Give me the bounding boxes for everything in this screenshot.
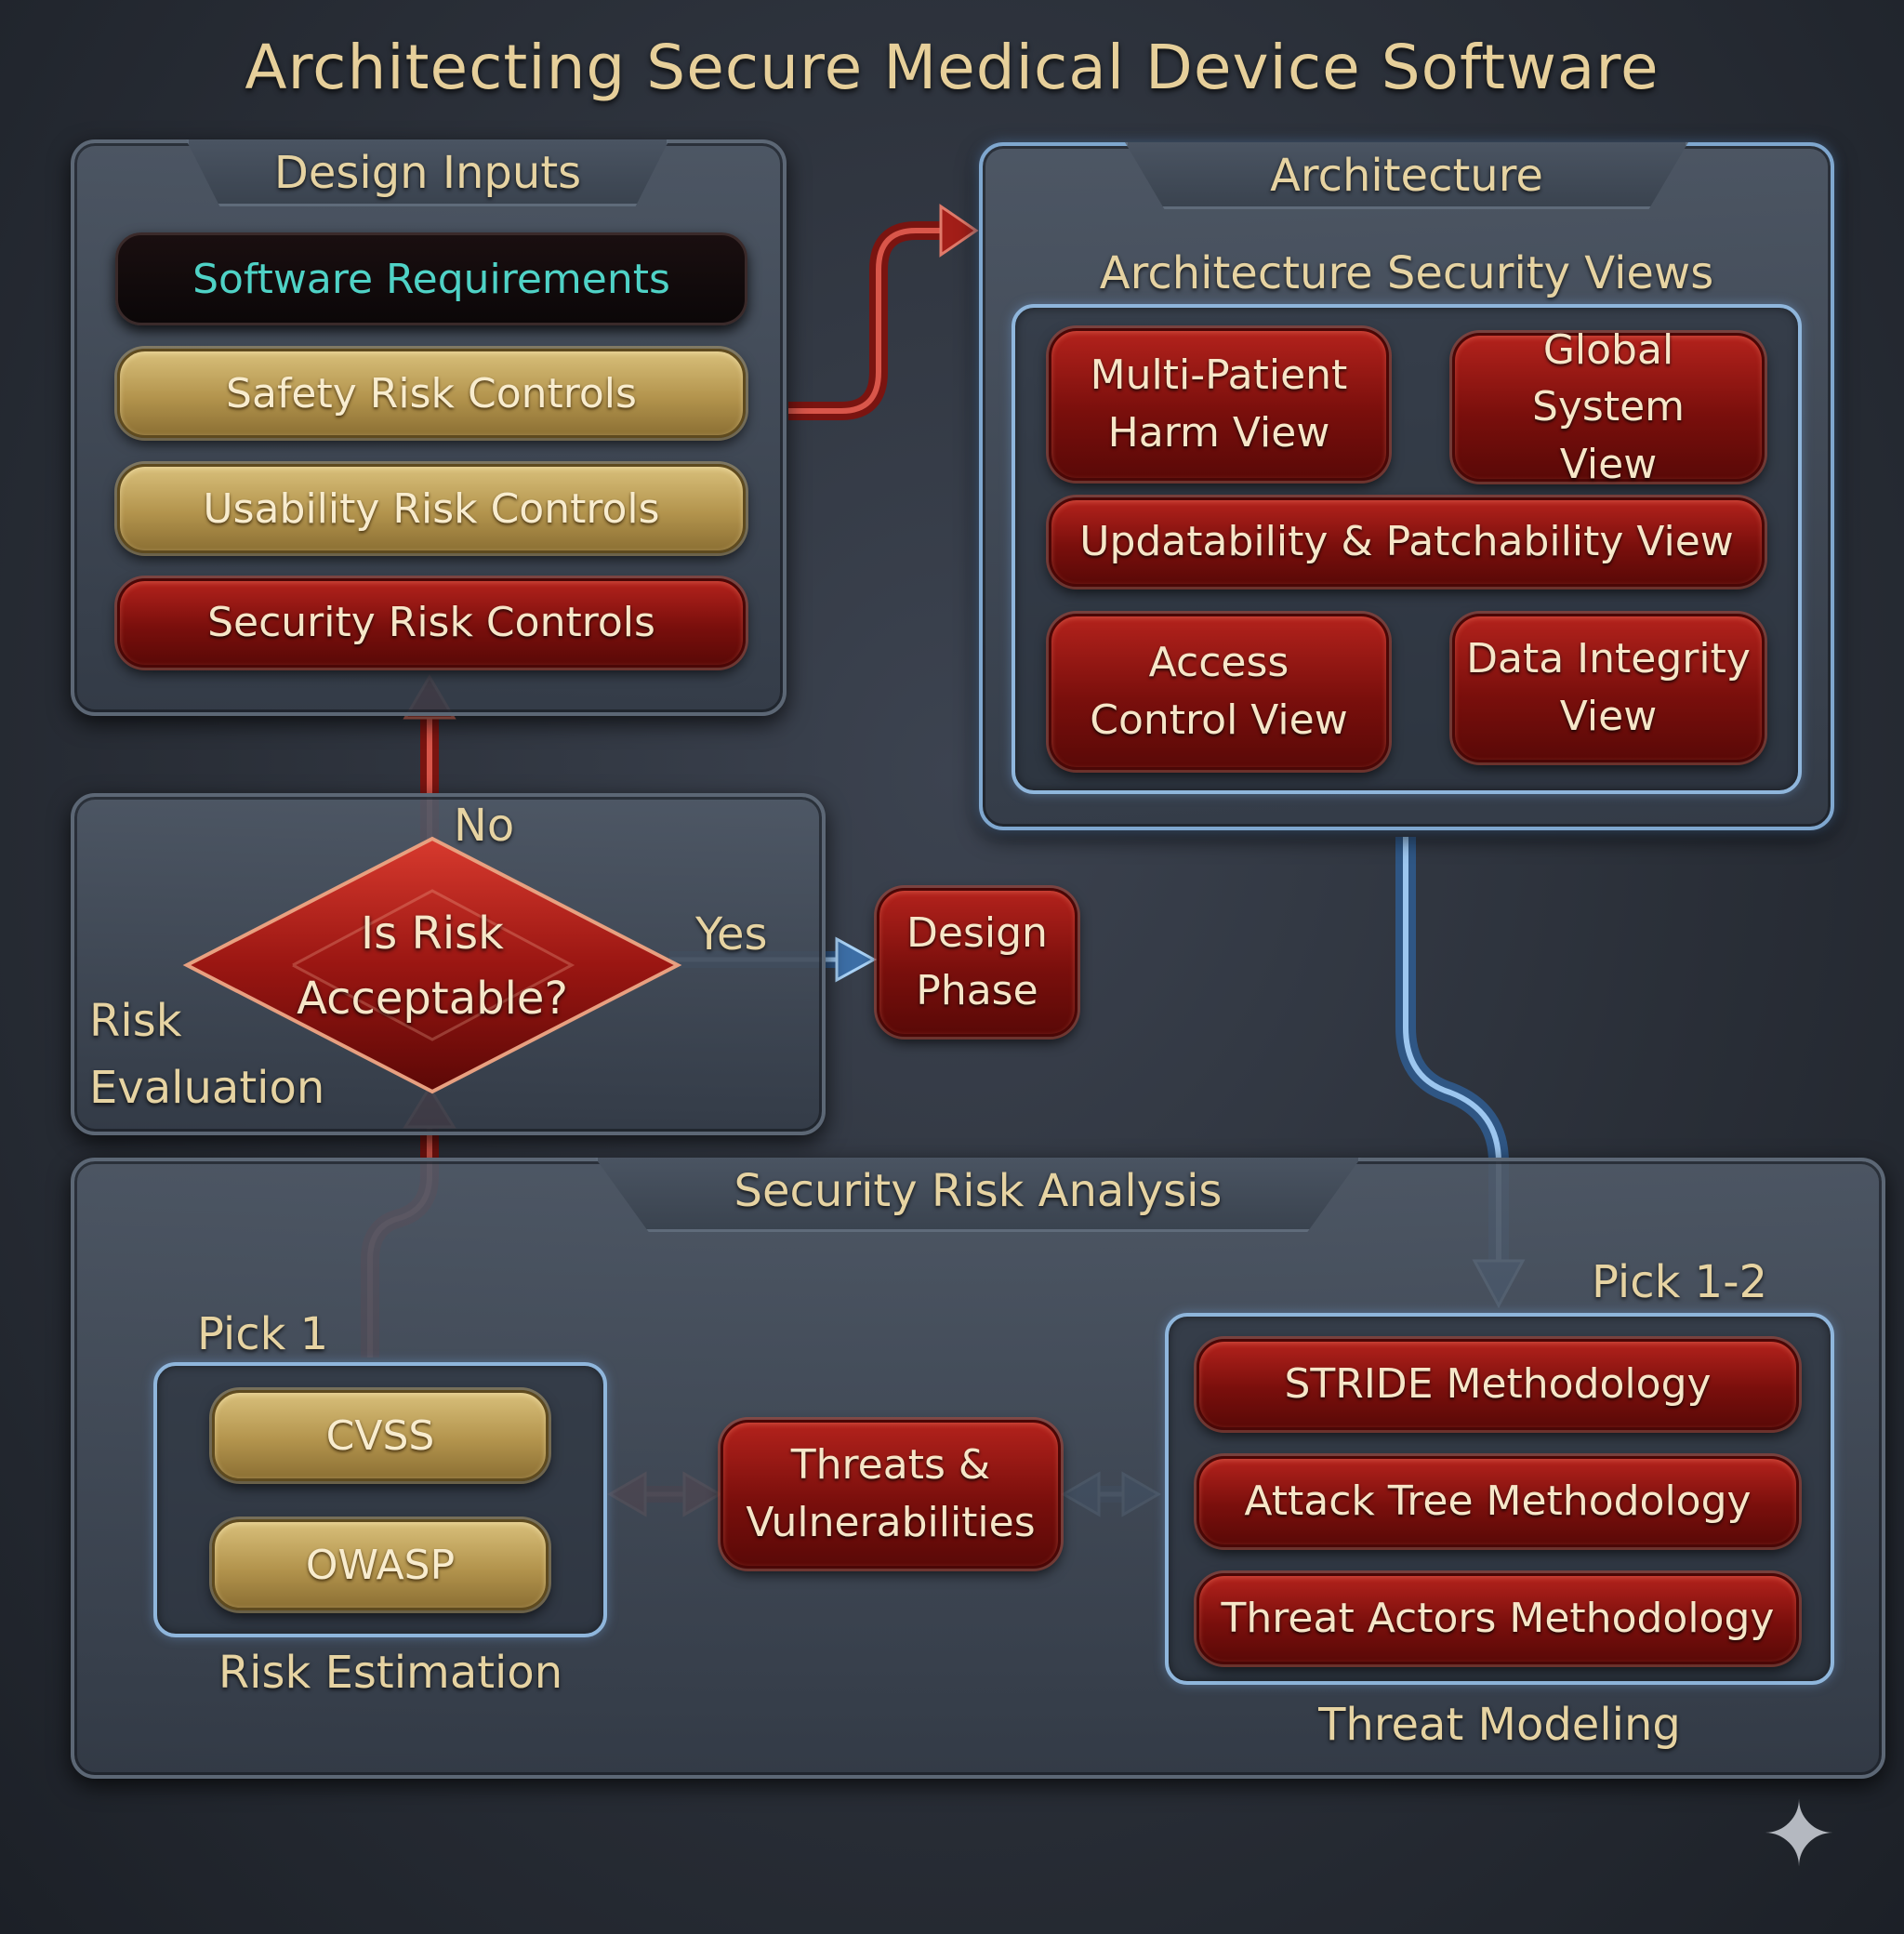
design-inputs-title: Design Inputs [273,147,582,199]
threat-modeling-label: Threat Modeling [1318,1699,1681,1751]
multi-patient-harm-view: Multi-Patient Harm View [1049,328,1389,481]
risk-evaluation-label: Risk Evaluation [89,995,325,1114]
decision-text: Is Risk Acceptable? [297,907,568,1025]
owasp-option[interactable]: OWASP [212,1519,549,1610]
data-integrity-view: Data Integrity View [1452,614,1765,762]
sparkle-icon: ✦ [1761,1782,1837,1887]
safety-risk-controls: Safety Risk Controls [117,349,746,438]
no-label: No [454,800,515,852]
updatability-patchability-view: Updatability & Patchability View [1049,497,1765,587]
architecture-subtitle: Architecture Security Views [1099,247,1714,299]
page-title: Architecting Secure Medical Device Softw… [245,31,1659,103]
threat-actors-methodology[interactable]: Threat Actors Methodology [1197,1573,1799,1664]
cvss-option[interactable]: CVSS [212,1390,549,1481]
threat-modeling-pick: Pick 1-2 [1592,1256,1768,1308]
global-system-view: Global System View [1452,326,1765,488]
architecture-title: Architecture [1270,150,1543,202]
risk-estimation-label: Risk Estimation [218,1647,563,1699]
stride-methodology[interactable]: STRIDE Methodology [1197,1339,1799,1430]
decision-diamond [182,836,682,1094]
architecture-tab [1125,142,1688,209]
attack-tree-methodology[interactable]: Attack Tree Methodology [1197,1456,1799,1547]
access-control-view: Access Control View [1049,614,1389,770]
design-phase: Design Phase [877,888,1078,1037]
design-inputs-tab [186,139,669,206]
arrowhead-design-phase [835,936,878,983]
threats-vulnerabilities: Threats & Vulnerabilities [721,1420,1061,1569]
usability-risk-controls: Usability Risk Controls [117,464,746,553]
risk-estimation-pick: Pick 1 [197,1308,329,1360]
connector-design-to-architecture [788,221,944,420]
software-requirements: Software Requirements [115,232,747,325]
security-risk-analysis-title: Security Risk Analysis [734,1165,1223,1217]
arrowhead-architecture [939,204,979,258]
security-risk-controls: Security Risk Controls [117,578,746,668]
security-risk-analysis-tab [595,1158,1361,1232]
yes-label: Yes [695,908,768,960]
